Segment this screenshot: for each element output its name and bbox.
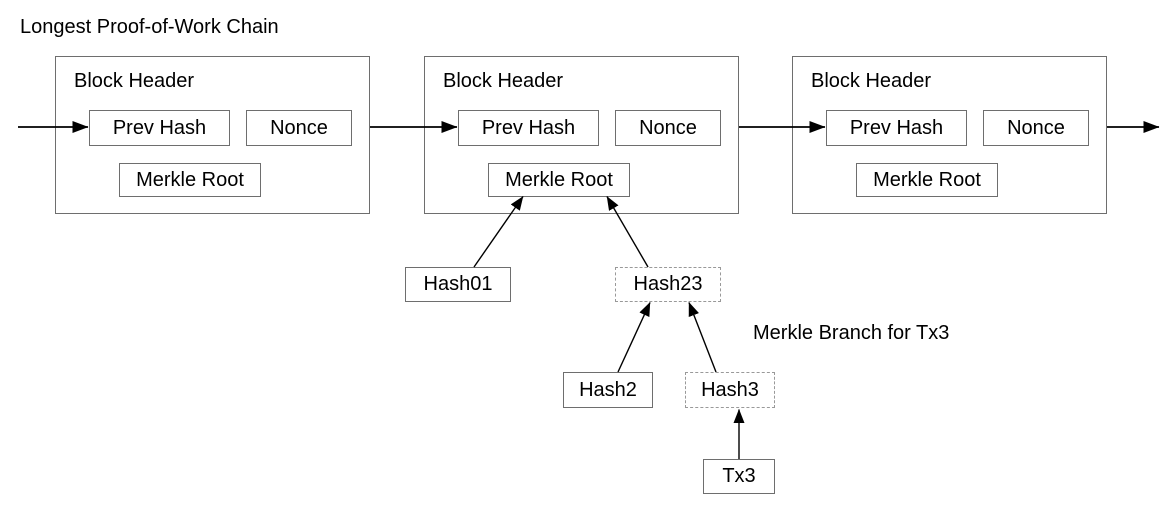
block-1-nonce-box: Nonce [246, 110, 352, 146]
arrow-hash3-to-hash23 [688, 302, 717, 373]
block-header-2: Block Header Prev Hash Nonce Merkle Root [424, 56, 739, 214]
block-header-1: Block Header Prev Hash Nonce Merkle Root [55, 56, 370, 214]
block-header-1-label: Block Header [74, 70, 195, 92]
block-2-nonce-box: Nonce [615, 110, 721, 146]
block-header-3-label: Block Header [811, 70, 932, 92]
merkle-node-hash2: Hash2 [563, 372, 653, 408]
block-1-prev-hash-box: Prev Hash [89, 110, 230, 146]
block-3-prev-hash-box: Prev Hash [826, 110, 967, 146]
block-header-2-label: Block Header [443, 70, 564, 92]
merkle-node-hash01: Hash01 [405, 267, 511, 302]
arrow-hash2-to-hash23 [617, 302, 651, 373]
block-3-nonce-box: Nonce [983, 110, 1089, 146]
merkle-node-hash23: Hash23 [615, 267, 721, 302]
block-1-merkle-root-box: Merkle Root [119, 163, 261, 197]
block-2-merkle-root-box: Merkle Root [488, 163, 630, 197]
block-3-merkle-root-box: Merkle Root [856, 163, 998, 197]
merkle-node-tx3: Tx3 [703, 459, 775, 494]
merkle-branch-caption: Merkle Branch for Tx3 [753, 322, 950, 344]
block-2-prev-hash-box: Prev Hash [458, 110, 599, 146]
diagram-title: Longest Proof-of-Work Chain [20, 16, 279, 38]
merkle-node-hash3: Hash3 [685, 372, 775, 408]
block-header-3: Block Header Prev Hash Nonce Merkle Root [792, 56, 1107, 214]
